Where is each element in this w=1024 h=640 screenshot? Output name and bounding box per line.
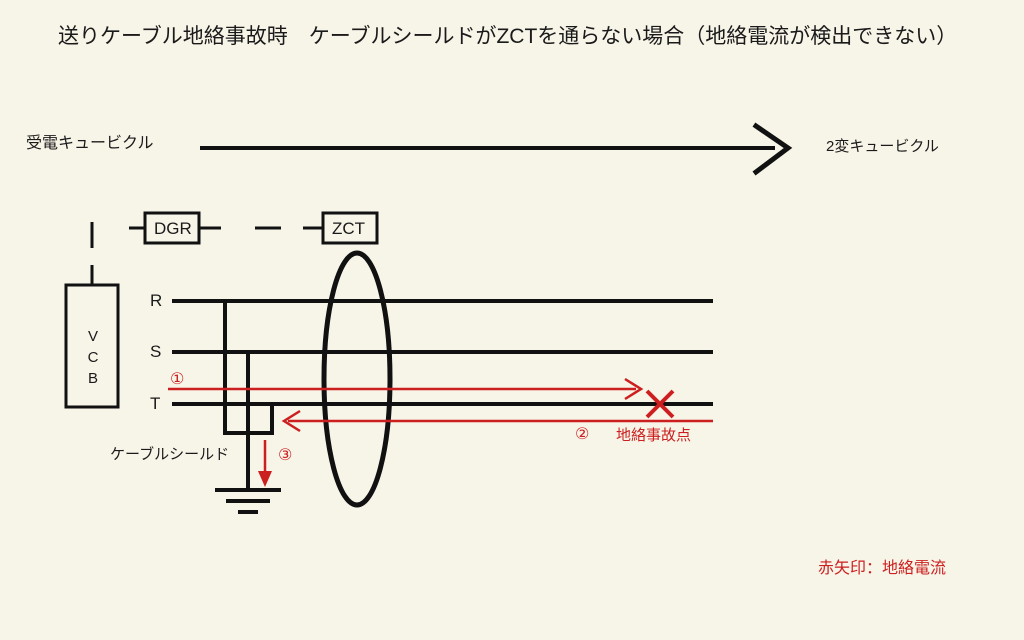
ground-symbol — [215, 488, 281, 514]
marker-one: ① — [170, 371, 185, 388]
label-vcb-line-2: C — [87, 349, 99, 366]
cable-shield-drops — [223, 301, 274, 490]
zct-symbol — [321, 211, 379, 245]
dgr-symbol — [129, 211, 221, 245]
label-phase-s: S — [150, 342, 162, 361]
label-vcb: V C B — [82, 326, 104, 389]
label-dgr: DGR — [154, 219, 192, 238]
label-cable-shield: ケーブルシールド — [110, 446, 230, 463]
ground-fault-cross-icon — [645, 389, 675, 419]
fault-current-arrow-3 — [258, 440, 272, 487]
label-vcb-line-1: V — [87, 328, 98, 345]
fault-current-arrow-2 — [281, 409, 713, 433]
vcb-symbol — [64, 222, 120, 409]
legend-red-arrow: 赤矢印：地絡電流 — [818, 560, 947, 577]
flow-arrow — [200, 122, 793, 176]
label-destination-cubicle: 2変キュービクル — [826, 138, 939, 155]
label-phase-r: R — [150, 291, 163, 310]
page-title: 送りケーブル地絡事故時 ケーブルシールドがZCTを通らない場合（地絡電流が検出で… — [58, 25, 958, 48]
phase-conductors — [172, 299, 713, 406]
label-ground-fault-point: 地絡事故点 — [616, 427, 692, 444]
label-zct: ZCT — [332, 219, 366, 238]
zct-core-ellipse — [321, 250, 393, 508]
fault-current-arrow-1 — [168, 377, 644, 401]
label-receiving-cubicle: 受電キュービクル — [26, 135, 154, 152]
label-vcb-line-3: B — [87, 370, 98, 387]
label-phase-t: T — [150, 394, 161, 413]
marker-two: ② — [575, 426, 590, 443]
marker-three: ③ — [278, 447, 293, 464]
